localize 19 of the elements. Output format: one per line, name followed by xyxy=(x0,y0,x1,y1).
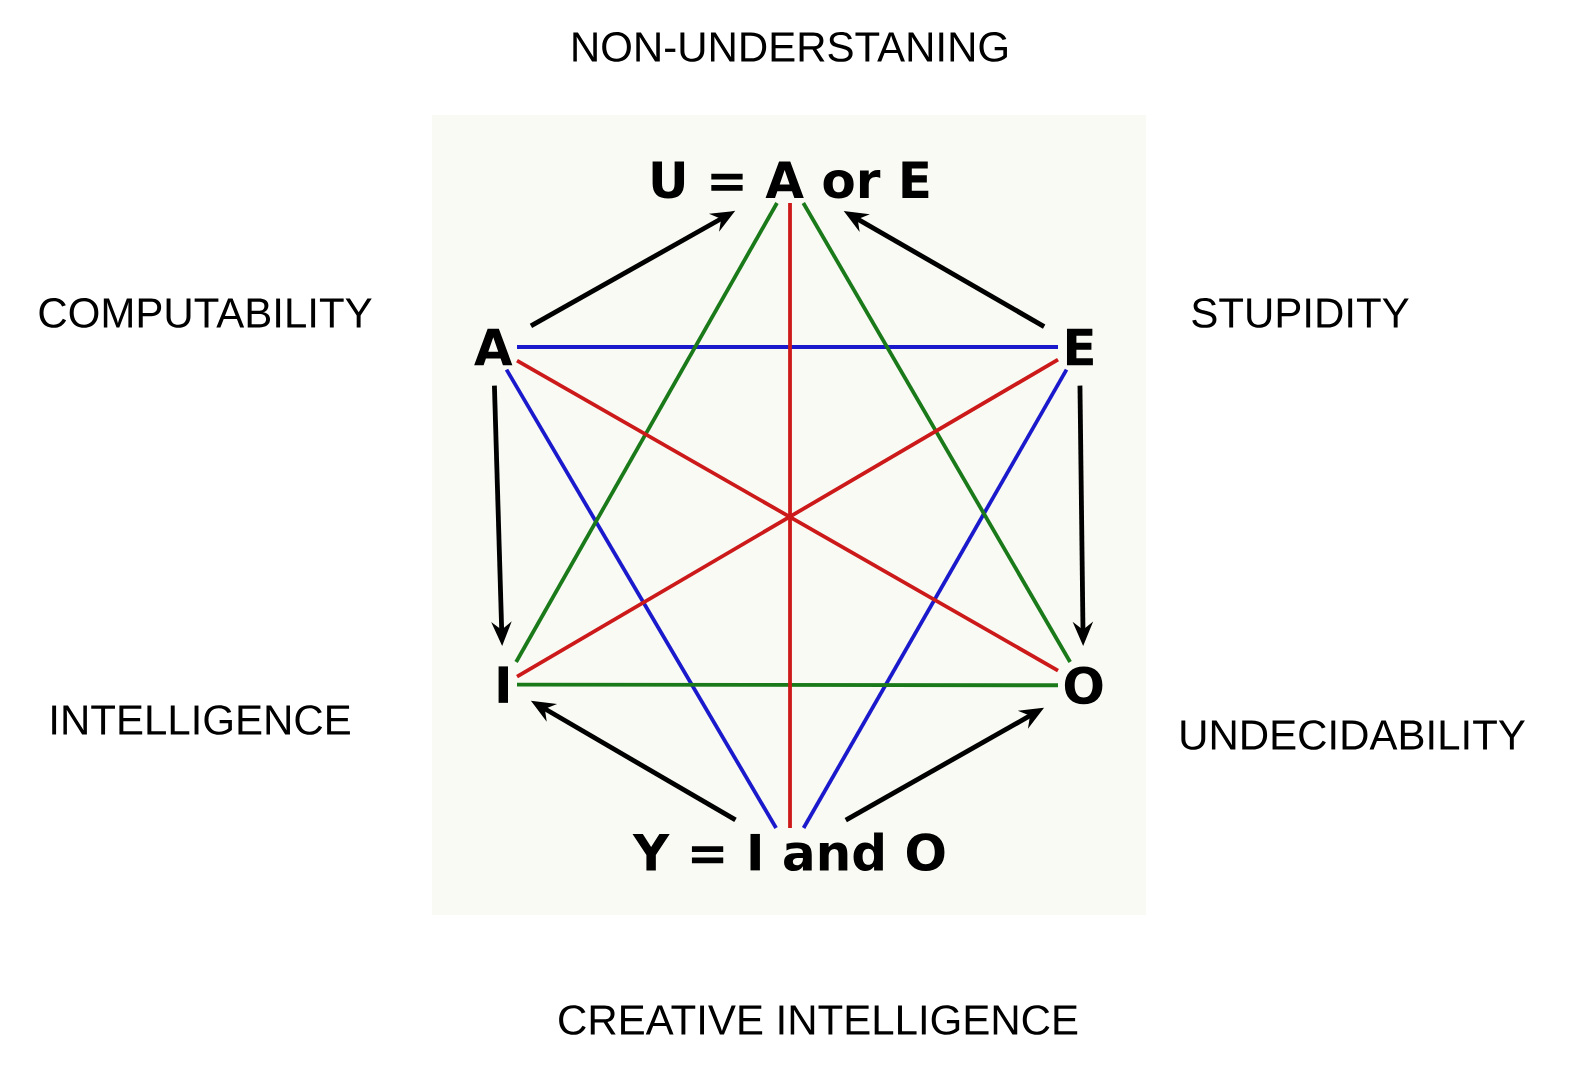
connector-line xyxy=(517,345,1058,349)
vertex-label: I xyxy=(498,666,508,703)
corner-label: INTELLIGENCE xyxy=(52,705,350,735)
corner-label: CREATIVE INTELLIGENCE xyxy=(559,1005,1078,1035)
connector-line xyxy=(788,203,792,828)
corner-label: UNDECIDABILITY xyxy=(1181,720,1525,750)
corner-label: STUPIDITY xyxy=(1192,298,1409,328)
vertex-label: Y = I and O xyxy=(632,832,945,872)
connector-line xyxy=(801,368,1069,829)
connector-line xyxy=(514,202,779,663)
vertex-label: O xyxy=(1064,666,1103,705)
corner-label: NON-UNDERSTANING xyxy=(573,32,1007,62)
corner-label: COMPUTABILITY xyxy=(39,298,372,328)
vertex-label: E xyxy=(1067,328,1093,366)
vertex-label: U = A or E xyxy=(652,161,929,199)
connector-line xyxy=(504,368,778,829)
connector-line xyxy=(801,202,1072,663)
vertex-label: A xyxy=(474,328,513,366)
connector-line xyxy=(517,682,1058,688)
